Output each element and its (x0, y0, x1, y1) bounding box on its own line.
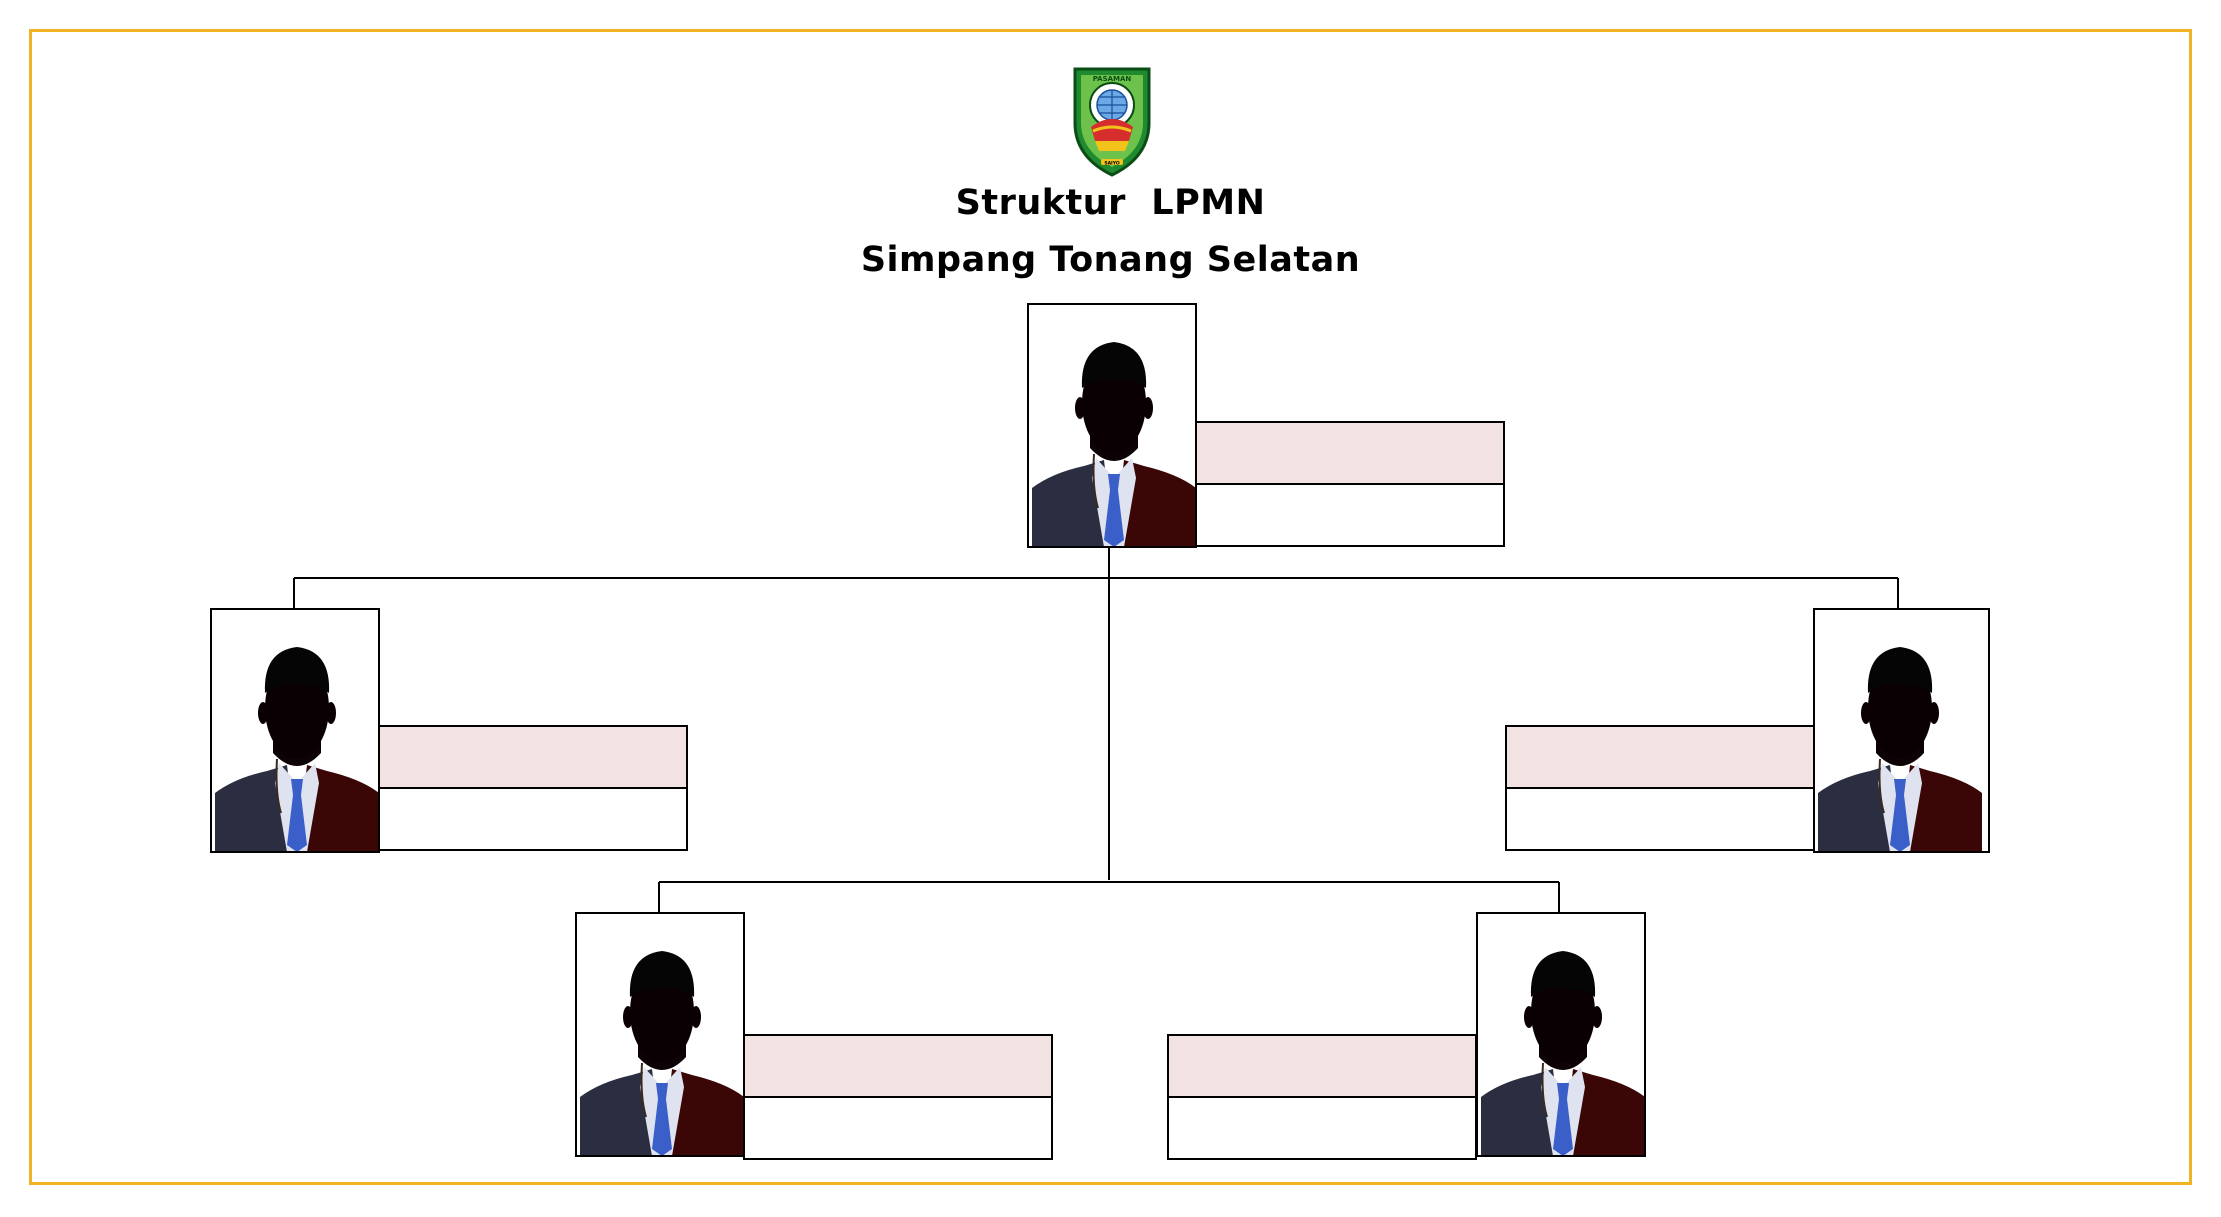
person-silhouette-icon (1481, 917, 1644, 1155)
bottom-right-member-photo (1476, 912, 1646, 1157)
svg-text:SAIYO: SAIYO (1104, 161, 1119, 167)
chart-subtitle: Simpang Tonang Selatan (860, 240, 1361, 280)
left-member-label-box (378, 725, 688, 851)
right-member-position (1507, 727, 1813, 789)
left-member-photo (210, 608, 380, 853)
person-silhouette-icon (215, 613, 378, 851)
bottom-left-member-label-box (743, 1034, 1053, 1160)
person-silhouette-icon (1032, 308, 1195, 546)
chair-position (1197, 423, 1503, 485)
right-member-label-box (1505, 725, 1815, 851)
pasaman-regency-emblem-icon: PASAMAN SAIYO (1069, 61, 1155, 179)
chair-photo (1027, 303, 1197, 548)
bottom-left-member-photo (575, 912, 745, 1157)
svg-text:PASAMAN: PASAMAN (1093, 75, 1132, 83)
chair-name (1197, 485, 1503, 545)
bottom-right-member-position (1169, 1036, 1475, 1098)
person-silhouette-icon (1818, 613, 1982, 851)
bottom-right-member-label-box (1167, 1034, 1477, 1160)
left-member-position (380, 727, 686, 789)
chart-frame (29, 29, 2192, 1185)
chair-label-box (1195, 421, 1505, 547)
chart-title: Struktur LPMN (955, 183, 1266, 223)
right-member-name (1507, 789, 1813, 849)
bottom-right-member-name (1169, 1098, 1475, 1158)
left-member-name (380, 789, 686, 849)
bottom-left-member-name (745, 1098, 1051, 1158)
bottom-left-member-position (745, 1036, 1051, 1098)
person-silhouette-icon (580, 917, 743, 1155)
right-member-photo (1813, 608, 1990, 853)
